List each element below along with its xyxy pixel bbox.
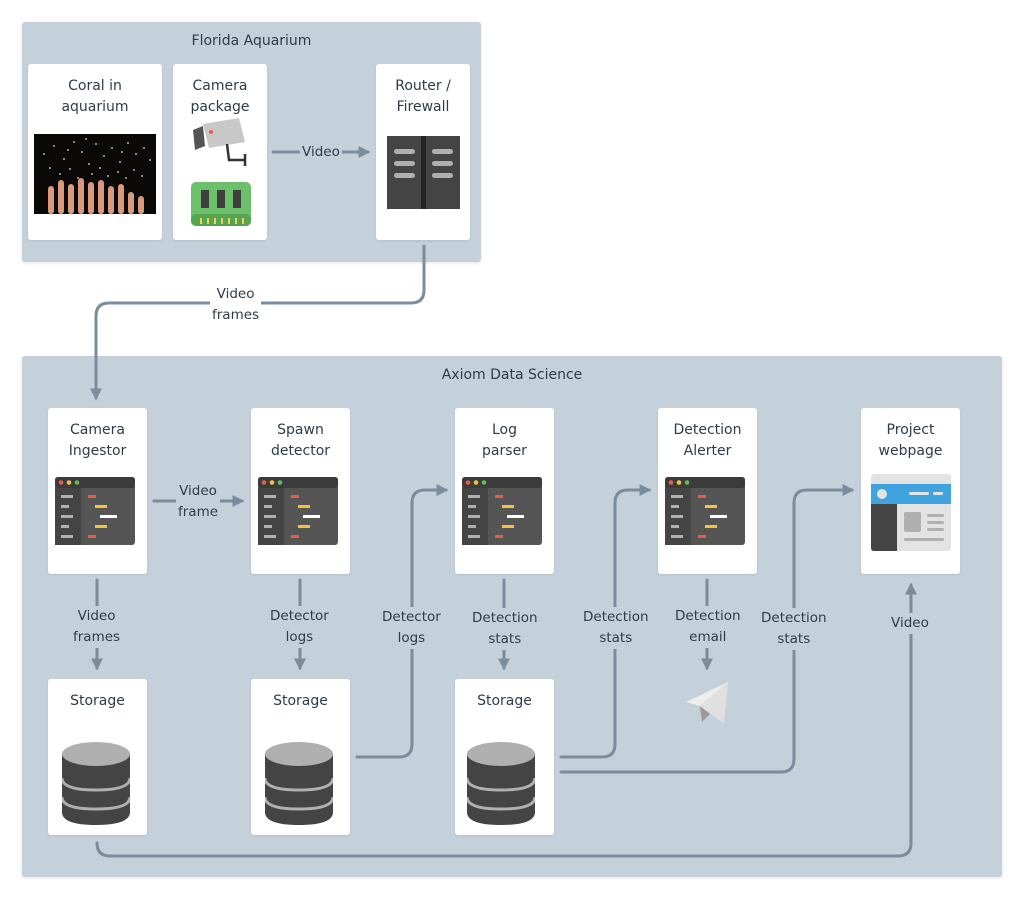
- node-title: Camera package: [190, 78, 250, 115]
- node-title: Storage: [477, 693, 532, 709]
- node-title: Project webpage: [878, 422, 943, 459]
- node-title: Spawn detector: [270, 422, 331, 459]
- node-title: Log parser: [482, 422, 527, 459]
- node-title: Camera Ingestor: [68, 422, 127, 459]
- server-rack-icon: [387, 136, 460, 209]
- node-title: Detection Alerter: [673, 422, 742, 459]
- node-title: Coral in aquarium: [61, 78, 129, 115]
- node-storage-logs[interactable]: Storage: [251, 679, 350, 835]
- code-window-icon: [55, 477, 135, 545]
- edge-label-detector-logs: Detector logs: [268, 606, 331, 648]
- edge-label-video-frame: Video frame: [176, 481, 221, 523]
- group-title: Axiom Data Science: [441, 367, 583, 383]
- paper-plane-icon: [686, 682, 728, 724]
- node-camera-ingestor[interactable]: Camera Ingestor: [48, 408, 147, 574]
- node-router-firewall[interactable]: Router / Firewall: [376, 64, 470, 240]
- node-camera-package[interactable]: Camera package: [173, 64, 267, 240]
- circuit-board-icon: [191, 182, 251, 226]
- node-log-parser[interactable]: Log parser: [455, 408, 554, 574]
- edge-label-detector-logs-parser: Detector logs: [380, 607, 443, 649]
- webpage-icon: [871, 474, 951, 551]
- node-title: Storage: [70, 693, 125, 709]
- node-storage-video[interactable]: Storage: [48, 679, 147, 835]
- node-title: Storage: [273, 693, 328, 709]
- database-icon: [467, 742, 535, 825]
- edge-label-detection-stats: Detection stats: [470, 608, 540, 650]
- database-icon: [62, 742, 130, 825]
- edge-storage1-webpage: [95, 582, 917, 858]
- security-camera-icon: [193, 118, 247, 166]
- edge-label-video-frames: Video frames: [210, 284, 262, 326]
- node-storage-stats[interactable]: Storage: [455, 679, 554, 835]
- edge-label-video: Video: [300, 142, 342, 163]
- node-spawn-detector[interactable]: Spawn detector: [251, 408, 350, 574]
- node-title: Router / Firewall: [395, 78, 451, 115]
- edge-label-detection-stats-alerter: Detection stats: [581, 607, 651, 649]
- node-coral-in-aquarium[interactable]: Coral in aquarium: [28, 64, 162, 240]
- coral-photo: [34, 134, 156, 214]
- edge-label-video-webpage: Video: [889, 613, 931, 634]
- edge-label-detection-stats-webpage: Detection stats: [759, 608, 829, 650]
- node-detection-alerter[interactable]: Detection Alerter: [658, 408, 757, 574]
- edge-label-detection-email: Detection email: [673, 606, 743, 648]
- code-window-icon: [462, 477, 542, 545]
- node-project-webpage[interactable]: Project webpage: [861, 408, 960, 574]
- edge-label-video-frames-storage: Video frames: [71, 606, 123, 648]
- code-window-icon: [665, 477, 745, 545]
- code-window-icon: [258, 477, 338, 545]
- database-icon: [265, 742, 333, 825]
- group-title: Florida Aquarium: [191, 33, 312, 49]
